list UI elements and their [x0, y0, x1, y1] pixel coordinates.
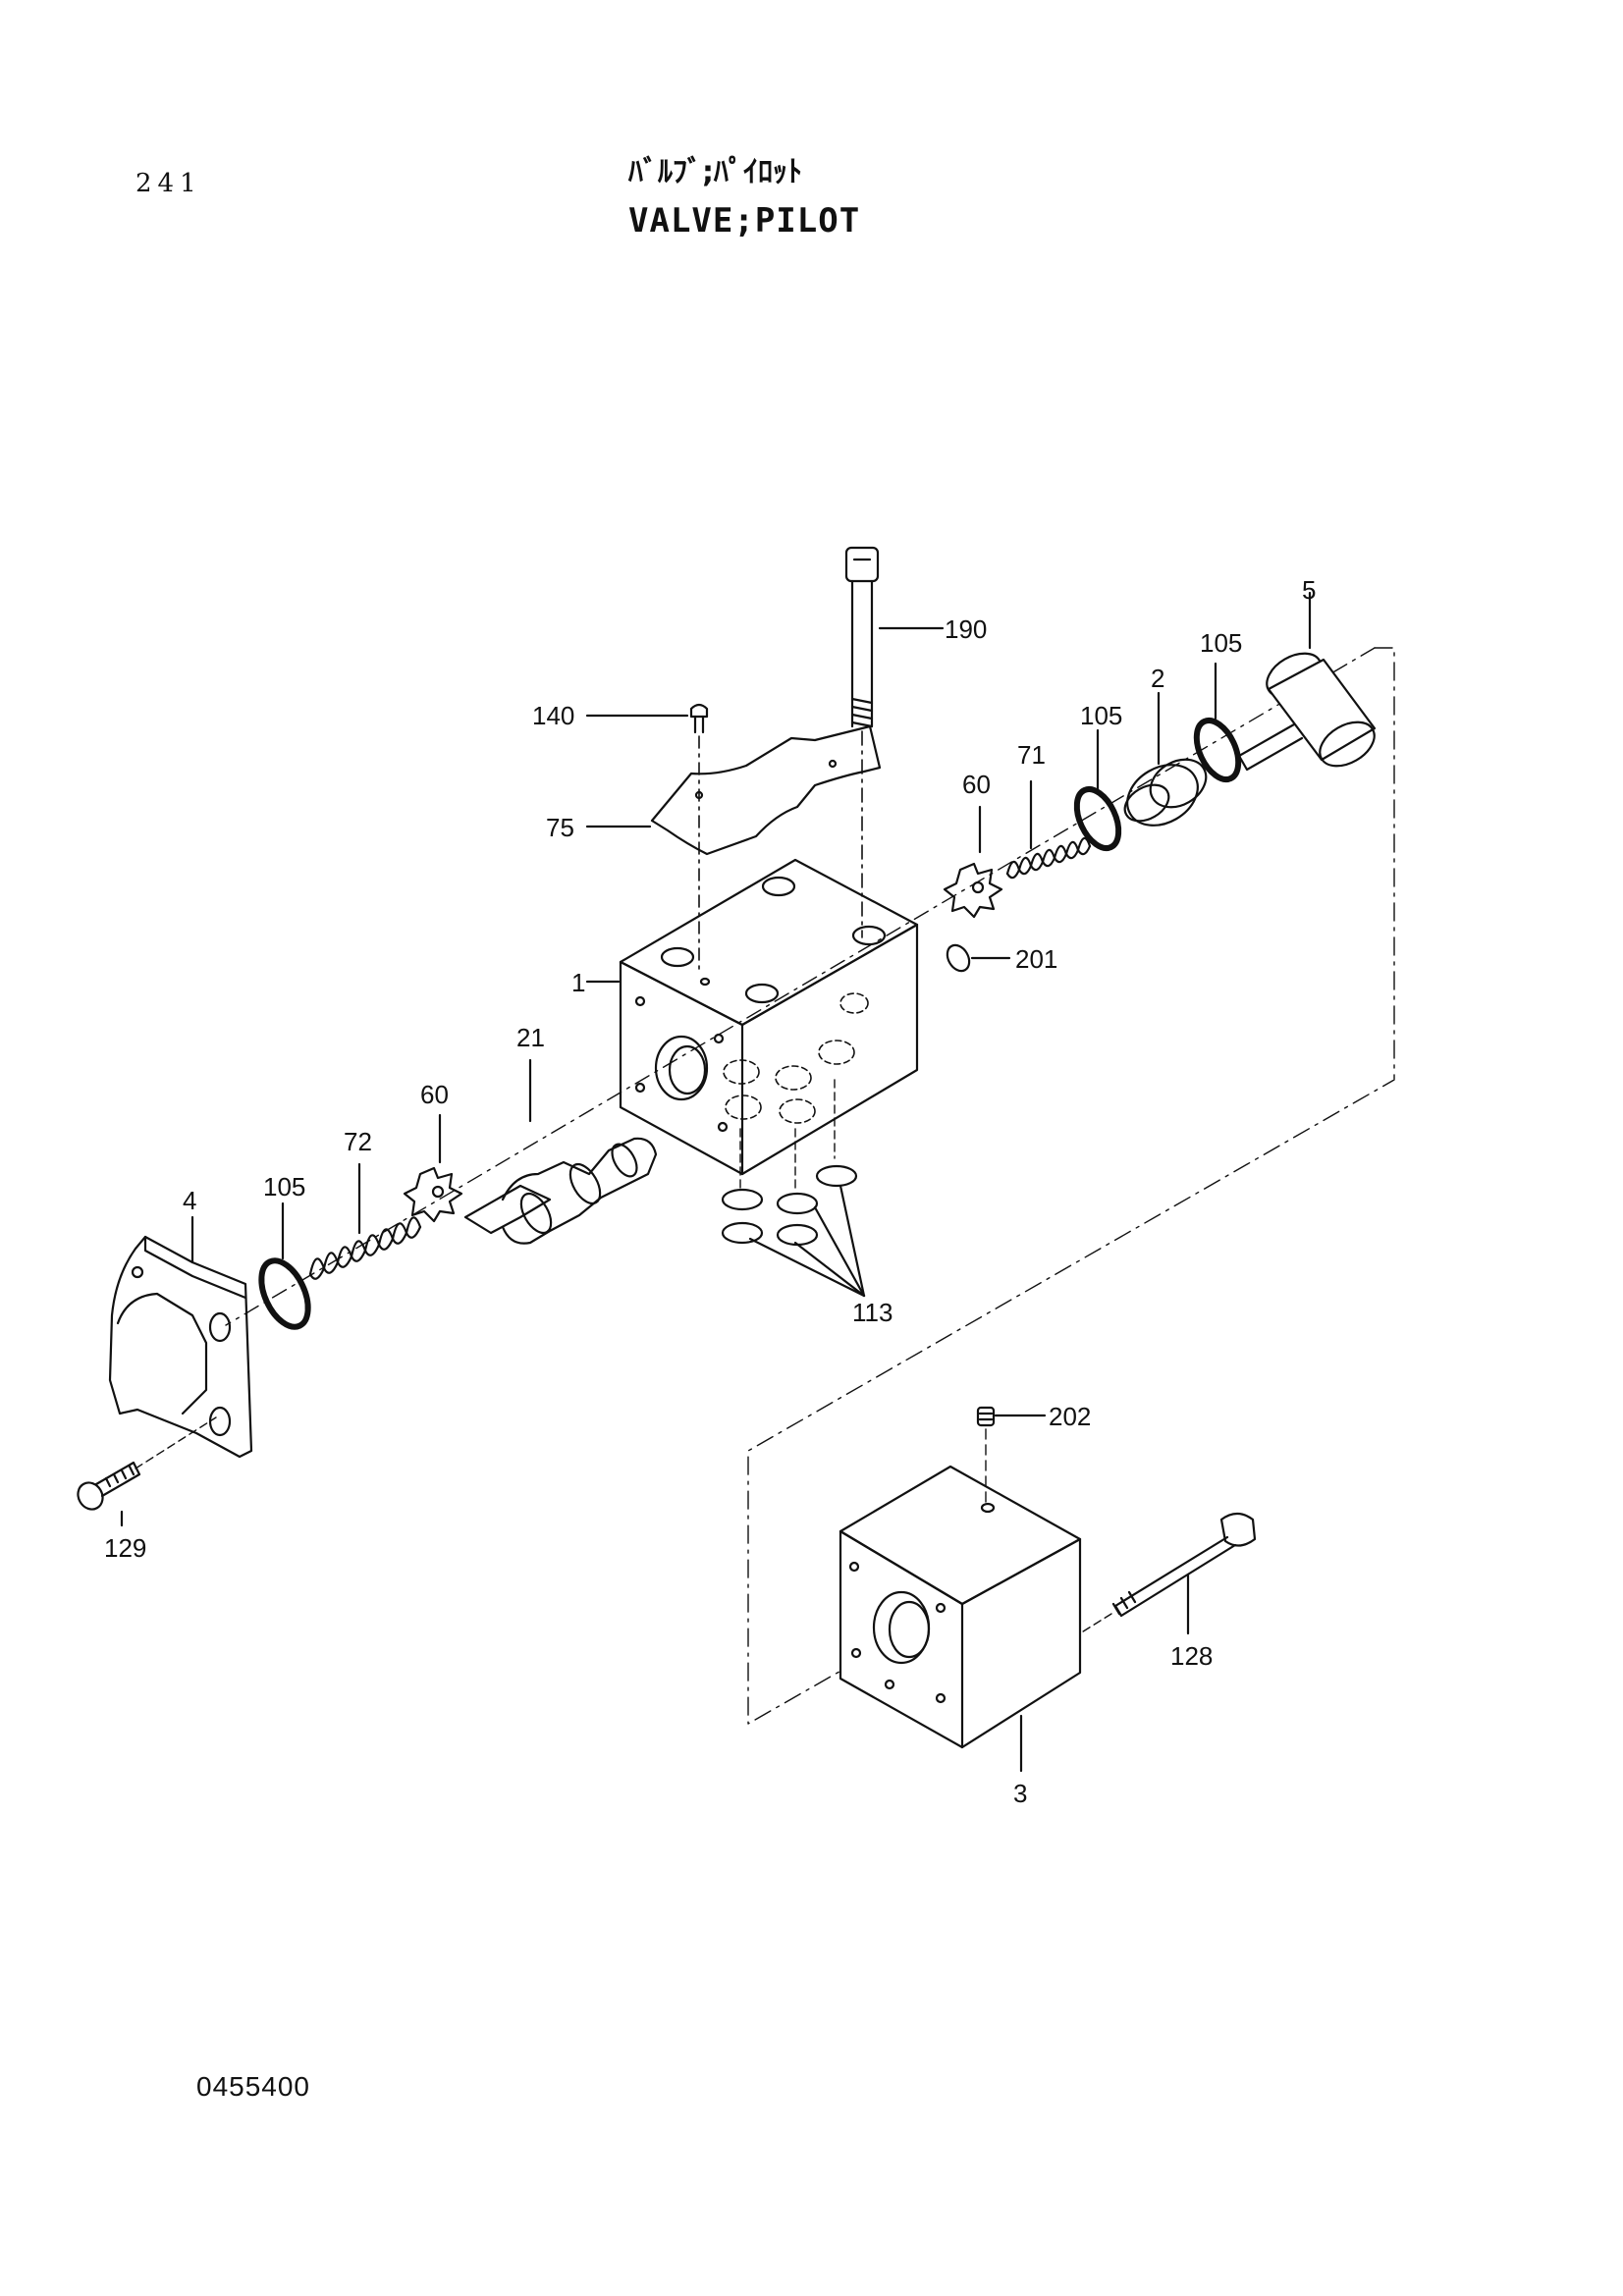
part-113-orings	[721, 1079, 866, 1298]
part-140-small-screw	[585, 703, 709, 734]
callout-190: 190	[945, 614, 987, 644]
part-21-spool	[463, 1058, 658, 1245]
callout-113: 113	[852, 1298, 893, 1327]
callout-2: 2	[1151, 664, 1164, 693]
callout-21: 21	[516, 1023, 545, 1052]
title-english: VALVE;PILOT	[628, 201, 861, 240]
callout-129: 129	[104, 1533, 146, 1563]
callout-105-upper: 105	[1200, 628, 1242, 658]
callout-4: 4	[183, 1186, 196, 1215]
callout-128: 128	[1170, 1641, 1213, 1671]
part-3-block	[839, 1465, 1082, 1773]
part-5-plug	[1237, 591, 1377, 772]
part-4-cover	[108, 1215, 253, 1459]
callout-75: 75	[546, 813, 574, 842]
part-201-oring-small	[946, 943, 1011, 973]
part-105-oring-lower	[258, 1201, 311, 1330]
part-75-gasket-plate	[585, 724, 882, 856]
part-128-long-screw	[1111, 1512, 1257, 1635]
part-71-spring	[1005, 779, 1092, 880]
part-1-valve-body	[585, 858, 919, 1176]
callout-5: 5	[1302, 575, 1316, 605]
part-60-washer-upper	[943, 805, 1003, 919]
callout-140: 140	[532, 701, 574, 730]
callout-71: 71	[1017, 740, 1046, 770]
part-105-oring-mid	[1073, 728, 1122, 851]
part-72-spring	[308, 1162, 422, 1280]
callout-72: 72	[344, 1127, 372, 1156]
callout-60-upper: 60	[962, 770, 991, 799]
callout-201: 201	[1015, 944, 1057, 974]
part-2-spring-seat	[1123, 691, 1208, 827]
part-190-cap-screw	[844, 546, 945, 728]
title-japanese: ﾊﾞﾙﾌﾞ;ﾊﾟｲﾛｯﾄ	[628, 155, 802, 189]
part-60-washer-lower	[403, 1113, 463, 1223]
page-number: 241	[135, 169, 202, 198]
part-105-oring-upper	[1193, 662, 1242, 782]
drawing-number: 0455400	[196, 2071, 311, 2102]
callout-202: 202	[1049, 1402, 1091, 1431]
callout-105-lower: 105	[263, 1172, 305, 1201]
part-129-screw	[77, 1461, 141, 1527]
callout-105-mid: 105	[1080, 701, 1122, 730]
callout-3: 3	[1013, 1779, 1027, 1808]
callout-60-lower: 60	[420, 1080, 449, 1109]
part-202-plug	[976, 1406, 1047, 1427]
callout-1: 1	[571, 968, 585, 997]
